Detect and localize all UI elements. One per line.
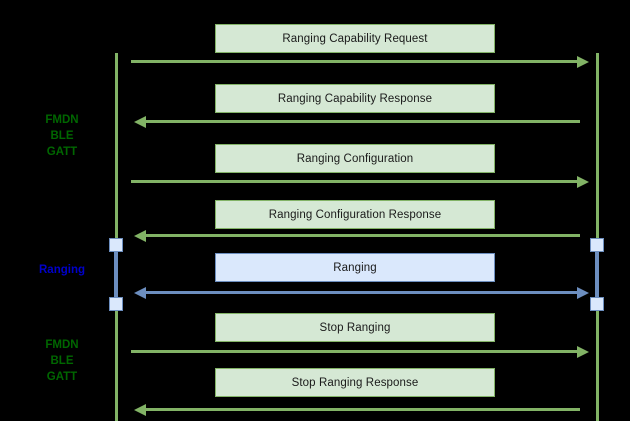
message-arrow-stop-ranging (131, 345, 589, 358)
message-box-stop-ranging: Stop Ranging (215, 313, 495, 342)
message-box-ranging-configuration-response: Ranging Configuration Response (215, 200, 495, 229)
message-arrow-ranging-bidirectional (134, 286, 589, 299)
message-box-ranging-capability-response: Ranging Capability Response (215, 84, 495, 113)
message-arrow-ranging-capability-response (134, 115, 580, 128)
arrowhead-left-icon (134, 286, 146, 299)
message-arrow-stop-ranging-response (134, 403, 580, 416)
message-box-ranging-capability-request: Ranging Capability Request (215, 24, 495, 53)
arrowhead-right-icon (577, 286, 589, 299)
message-arrow-ranging-configuration (131, 175, 589, 188)
side-label-fmdn-ble-gatt-bottom: FMDN BLE GATT (45, 339, 79, 383)
arrowhead-right-icon (577, 55, 589, 68)
left-activation-end-box (109, 297, 123, 311)
message-box-stop-ranging-response: Stop Ranging Response (215, 368, 495, 397)
right-activation-start-box (590, 238, 604, 252)
side-label-ranging: Ranging (39, 264, 85, 276)
message-arrow-ranging-configuration-response (134, 229, 580, 242)
left-lifeline (115, 53, 118, 421)
arrowhead-right-icon (577, 345, 589, 358)
message-box-ranging: Ranging (215, 253, 495, 282)
message-box-ranging-configuration: Ranging Configuration (215, 144, 495, 173)
right-activation-end-box (590, 297, 604, 311)
arrowhead-left-icon (134, 403, 146, 416)
left-activation-start-box (109, 238, 123, 252)
arrowhead-left-icon (134, 229, 146, 242)
arrowhead-left-icon (134, 115, 146, 128)
right-lifeline (596, 53, 599, 421)
right-activation-bar (595, 245, 599, 305)
side-label-fmdn-ble-gatt-top: FMDN BLE GATT (45, 114, 79, 158)
arrowhead-right-icon (577, 175, 589, 188)
left-activation-bar (114, 245, 118, 305)
message-arrow-ranging-capability-request (131, 55, 589, 68)
